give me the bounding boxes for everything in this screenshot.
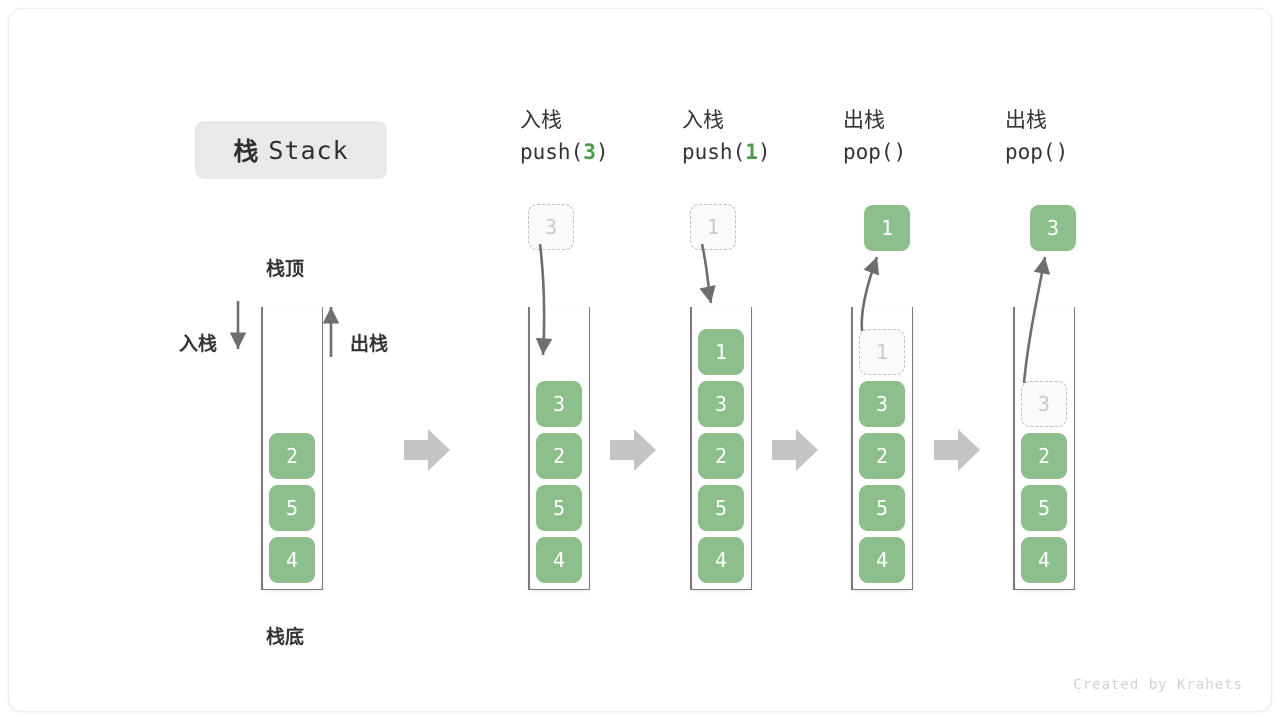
stack-cell: 4 xyxy=(536,537,582,583)
diagram-card: 栈 Stack 栈顶 栈底 入栈 出栈 2 5 4 入栈 push(3) 3 3… xyxy=(8,8,1272,712)
tube-floor xyxy=(528,588,590,590)
tube-right-wall xyxy=(588,307,590,590)
footer-credit: Created by Krahets xyxy=(1073,677,1243,693)
stack-cell: 3 xyxy=(698,381,744,427)
stack-cell-removed: 3 xyxy=(1021,381,1067,427)
push-source-box: 3 xyxy=(528,204,574,250)
step-header-push-3: 入栈 push(3) xyxy=(520,107,690,169)
push-arrow-1 xyxy=(699,243,716,304)
step-header-push-1: 入栈 push(1) xyxy=(682,107,852,169)
tube-left-wall xyxy=(261,307,263,590)
stack-cell: 2 xyxy=(269,433,315,479)
tube-left-wall xyxy=(690,307,692,590)
tube-floor xyxy=(1013,588,1075,590)
stack-cell: 4 xyxy=(859,537,905,583)
tube-left-wall xyxy=(528,307,530,590)
step-operation-cn: 出栈 xyxy=(843,109,885,132)
stack-cell: 4 xyxy=(1021,537,1067,583)
stack-cell: 5 xyxy=(536,485,582,531)
diagram-title: 栈 Stack xyxy=(195,121,387,179)
stack-cell: 5 xyxy=(1021,485,1067,531)
stack-cell-removed: 1 xyxy=(859,329,905,375)
stack-cell: 2 xyxy=(536,433,582,479)
tube-right-wall xyxy=(750,307,752,590)
pop-result-box: 1 xyxy=(864,205,910,251)
pop-result-box: 3 xyxy=(1030,205,1076,251)
stack-cell: 3 xyxy=(859,381,905,427)
step-operation-cn: 入栈 xyxy=(520,109,562,132)
tube-right-wall xyxy=(321,307,323,590)
stack-cell: 5 xyxy=(698,485,744,531)
tube-left-wall xyxy=(1013,307,1015,590)
stack-cell: 2 xyxy=(1021,433,1067,479)
stack-top-label: 栈顶 xyxy=(266,259,305,280)
transition-arrow xyxy=(610,429,656,471)
step-signature: push(1) xyxy=(682,140,771,164)
stack-cell: 4 xyxy=(698,537,744,583)
tube-floor xyxy=(851,588,913,590)
step-header-pop-1: 出栈 pop() xyxy=(843,107,1013,169)
tube-right-wall xyxy=(911,307,913,590)
step-signature: push(3) xyxy=(520,140,609,164)
stack-cell: 3 xyxy=(536,381,582,427)
transition-arrow xyxy=(404,429,450,471)
push-direction-label: 入栈 xyxy=(179,334,218,355)
tube-right-wall xyxy=(1073,307,1075,590)
tube-floor xyxy=(690,588,752,590)
stack-cell: 1 xyxy=(698,329,744,375)
title-en: Stack xyxy=(268,135,349,165)
stack-cell: 2 xyxy=(859,433,905,479)
stack-cell: 5 xyxy=(269,485,315,531)
title-cn: 栈 xyxy=(233,138,260,166)
step-operation-cn: 入栈 xyxy=(682,109,724,132)
stack-cell: 2 xyxy=(698,433,744,479)
push-source-box: 1 xyxy=(690,204,736,250)
transition-arrow xyxy=(934,429,980,471)
step-signature: pop() xyxy=(1005,140,1069,164)
stack-bottom-label: 栈底 xyxy=(266,627,305,648)
pop-direction-label: 出栈 xyxy=(350,334,389,355)
stack-cell: 4 xyxy=(269,537,315,583)
step-signature: pop() xyxy=(843,140,907,164)
step-header-pop-3: 出栈 pop() xyxy=(1005,107,1175,169)
tube-floor xyxy=(261,588,323,590)
tube-left-wall xyxy=(851,307,853,590)
stack-cell: 5 xyxy=(859,485,905,531)
transition-arrow xyxy=(772,429,818,471)
step-operation-cn: 出栈 xyxy=(1005,109,1047,132)
